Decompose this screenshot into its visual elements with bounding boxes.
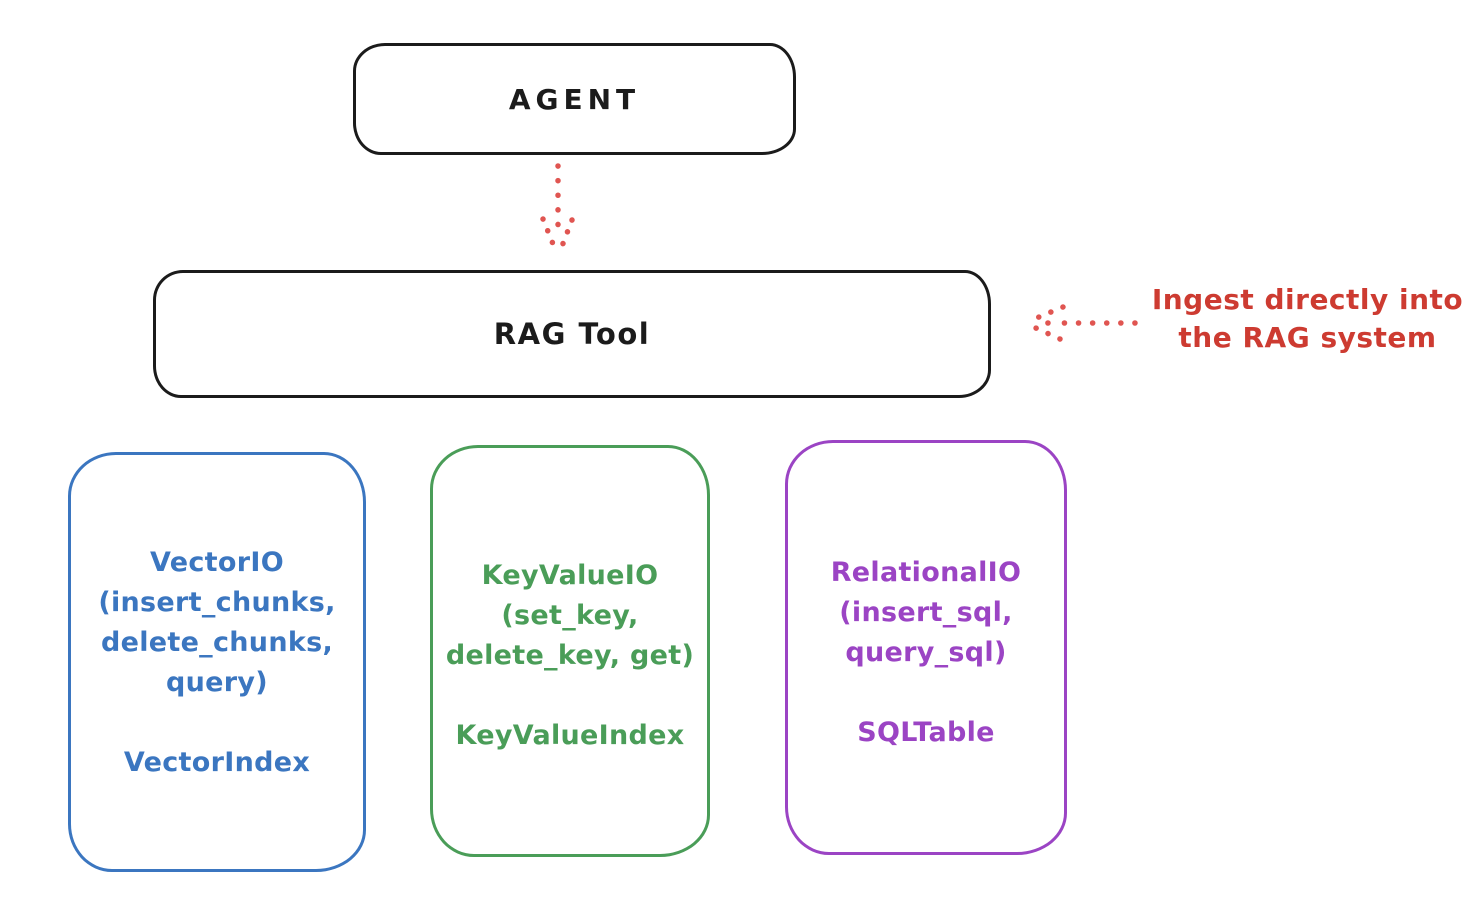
relational-io-method-line: query_sql) [845, 637, 1007, 668]
rag-tool-box: RAG Tool [153, 270, 991, 398]
relational-io-title: RelationalIO [830, 557, 1022, 588]
keyvalue-io-title: KeyValueIO [481, 560, 659, 591]
storage-box-vector-io: VectorIO (insert_chunks, delete_chunks, … [68, 452, 366, 872]
relational-io-method-line: (insert_sql, [839, 597, 1013, 628]
annotation-dotted-arrow-left-icon [1024, 304, 1138, 342]
agent-box: AGENT [353, 43, 796, 155]
storage-box-keyvalue-io: KeyValueIO (set_key, delete_key, get) Ke… [430, 445, 710, 857]
keyvalue-index-label: KeyValueIndex [455, 720, 685, 751]
agent-to-rag-dotted-arrow-down-icon [540, 163, 575, 257]
rag-tool-label: RAG Tool [493, 317, 651, 351]
vector-io-title: VectorIO [150, 547, 284, 578]
ingest-annotation: Ingest directly into the RAG system [1135, 281, 1480, 357]
vector-io-method-line: query) [166, 667, 268, 698]
annotation-line-1: Ingest directly into [1151, 283, 1464, 316]
agent-label: AGENT [508, 82, 641, 116]
storage-box-relational-io: RelationalIO (insert_sql, query_sql) SQL… [785, 440, 1067, 855]
sql-table-label: SQLTable [857, 717, 995, 748]
vector-io-method-line: delete_chunks, [100, 627, 334, 658]
annotation-line-2: the RAG system [1178, 321, 1437, 354]
keyvalue-io-method-line: (set_key, [501, 600, 639, 631]
vector-index-label: VectorIndex [123, 747, 311, 778]
keyvalue-io-method-line: delete_key, get) [445, 640, 695, 671]
vector-io-method-line: (insert_chunks, [98, 587, 336, 618]
